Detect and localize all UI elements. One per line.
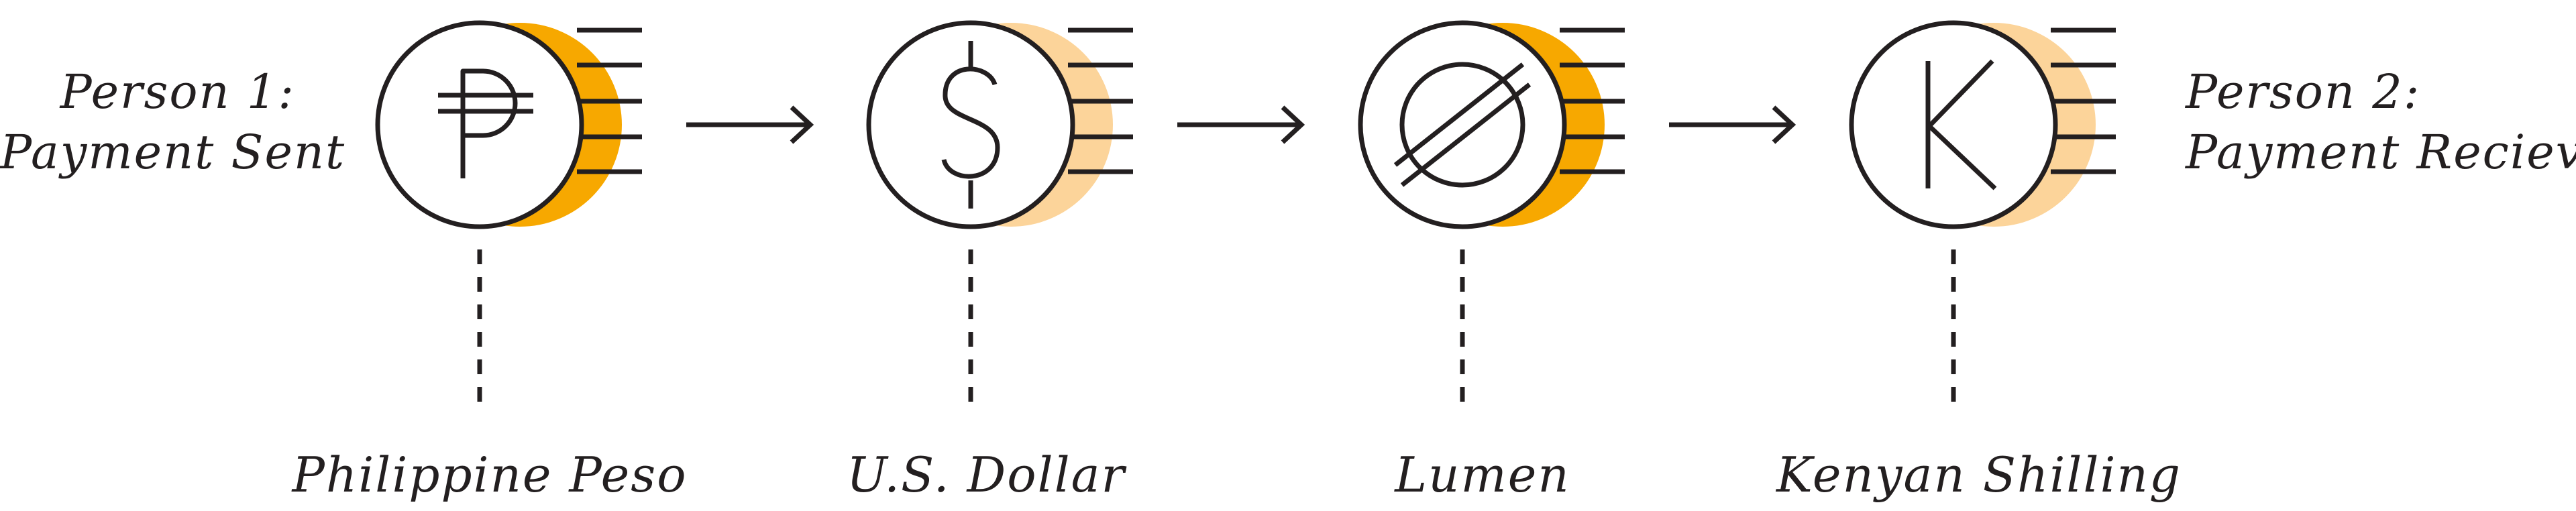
sender-line1: Person 1: xyxy=(60,64,295,119)
lumen-icon xyxy=(1399,62,1525,188)
coin-3 xyxy=(1849,20,2116,410)
coin-label-kenyan-shilling: Kenyan Shilling xyxy=(1776,447,2182,503)
arrow-head-icon xyxy=(790,105,814,144)
sender-line2: Payment Sent xyxy=(0,125,346,180)
arrow-head-icon xyxy=(1772,105,1796,144)
peso-sign-icon xyxy=(460,68,518,178)
coin-label-lumen: Lumen xyxy=(1395,447,1570,503)
lumen-slash-lower xyxy=(1400,82,1532,187)
coin-face xyxy=(1849,20,2058,229)
receiver-line2: Payment Recieved xyxy=(2186,125,2576,180)
dollar-sign-icon xyxy=(941,66,1000,179)
flow-arrow-1 xyxy=(686,105,814,144)
coin-face xyxy=(866,20,1075,229)
coin-label-us-dollar: U.S. Dollar xyxy=(847,447,1126,503)
receiver-line1: Person 2: xyxy=(2186,64,2421,119)
flow-arrow-2 xyxy=(1177,105,1305,144)
coin-face xyxy=(375,20,584,229)
k-letter-arms xyxy=(1927,59,1997,190)
coin-1 xyxy=(866,20,1133,410)
sender-label: Person 1: Payment Sent xyxy=(0,62,346,182)
flow-arrow-3 xyxy=(1669,105,1796,144)
coin-2 xyxy=(1358,20,1625,410)
coin-face xyxy=(1358,20,1567,229)
lumen-slash-upper xyxy=(1393,62,1525,167)
receiver-label: Person 2: Payment Recieved xyxy=(2186,62,2576,182)
arrow-head-icon xyxy=(1281,105,1305,144)
coin-label-philippine-peso: Philippine Peso xyxy=(292,447,688,503)
coin-0 xyxy=(375,20,642,410)
